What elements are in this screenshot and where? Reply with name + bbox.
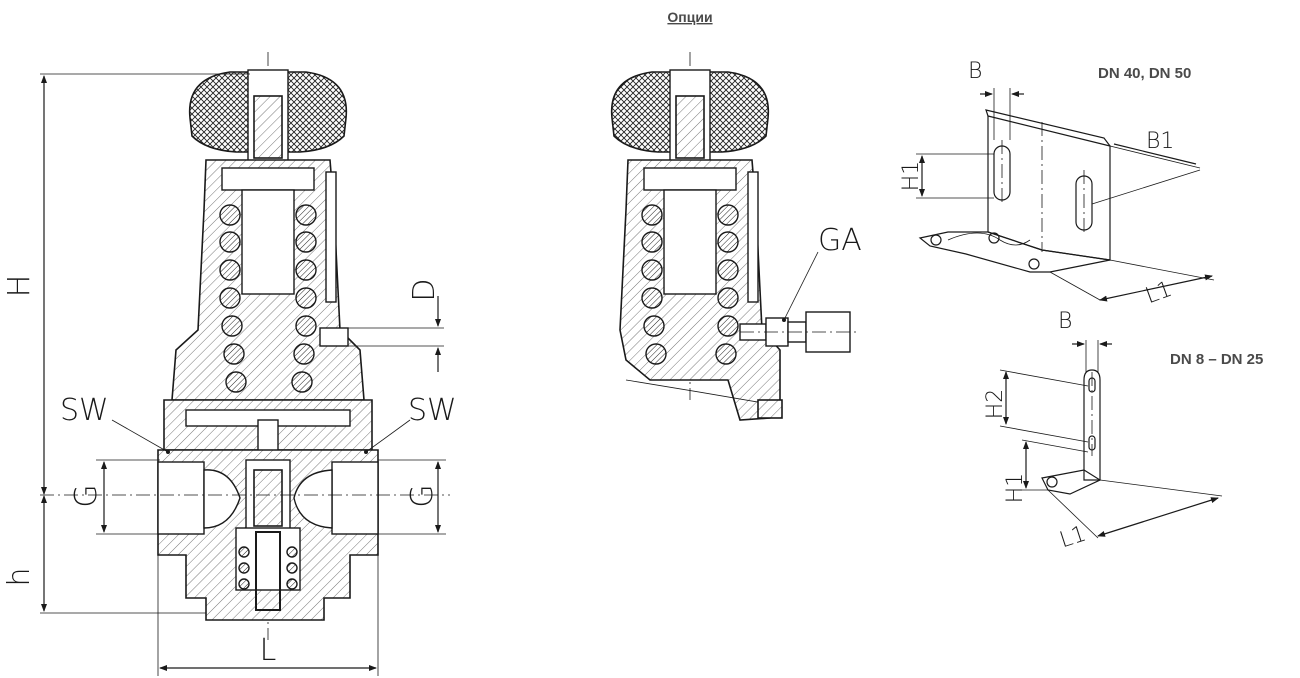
bracket-small-label-L1: L1 xyxy=(1057,521,1090,553)
sw-left-leader xyxy=(111,419,169,453)
gauge-flange-corner xyxy=(757,399,783,419)
gauge-spring-coils xyxy=(641,204,739,365)
bracket-large-label-L1: L1 xyxy=(1142,277,1175,309)
outlet-port xyxy=(331,461,379,535)
bracket-small-L1-dim xyxy=(1097,497,1219,537)
bracket-large-label-H1: H1 xyxy=(899,161,924,192)
gauge-side-plate xyxy=(747,171,759,303)
gauge-spring-guide xyxy=(663,189,717,295)
label-GA: GA xyxy=(818,223,862,258)
outlet-chamber xyxy=(293,469,333,529)
return-spring xyxy=(238,546,298,590)
spring-guide xyxy=(241,189,295,295)
bracket-small-label-H2: H2 xyxy=(983,389,1008,420)
label-SW-left: SW xyxy=(60,393,109,428)
label-L: L xyxy=(260,633,277,668)
bracket-large-B1-dim xyxy=(1113,143,1197,165)
vent-port xyxy=(319,327,349,347)
ga-leader xyxy=(783,251,819,321)
valve-plug xyxy=(255,531,281,611)
label-G-right: G xyxy=(405,484,440,507)
label-H: H xyxy=(2,275,37,298)
bracket-large-L1-dim xyxy=(1099,274,1213,302)
gauge-option-section: GA xyxy=(610,52,862,421)
gauge-stem-nut xyxy=(675,95,705,159)
bracket-large-label-B1: B1 xyxy=(1146,129,1174,154)
inlet-chamber xyxy=(203,469,241,529)
bracket-small-label-B: B xyxy=(1058,309,1072,334)
gauge-spring-cap xyxy=(643,167,737,191)
bracket-small-plate xyxy=(1083,369,1101,481)
bracket-small-label-H1: H1 xyxy=(1003,473,1028,504)
label-h: h xyxy=(2,567,37,586)
options-heading: Опции xyxy=(667,9,712,25)
spring-coils xyxy=(219,204,317,393)
seat-insert xyxy=(253,469,283,527)
bracket-large-base xyxy=(918,231,1111,273)
label-SW-right: SW xyxy=(408,393,457,428)
bracket-large-label-B: B xyxy=(968,59,982,84)
sw-right-leader xyxy=(365,419,411,453)
bracket-large: DN 40, DN 50 B B1 H1 xyxy=(899,59,1215,309)
label-D: D xyxy=(407,278,442,301)
bracket-small-base xyxy=(1041,469,1102,495)
main-valve-section: H h G G D L SW SW xyxy=(2,52,457,676)
bracket-small-title: DN 8 – DN 25 xyxy=(1170,351,1263,368)
stem-nut xyxy=(253,95,283,159)
bracket-large-title: DN 40, DN 50 xyxy=(1098,65,1191,82)
bracket-small: DN 8 – DN 25 B H2 H1 L1 xyxy=(983,309,1263,553)
label-G-left: G xyxy=(69,484,104,507)
inlet-port xyxy=(157,461,205,535)
side-plate xyxy=(325,171,337,303)
spring-cap xyxy=(221,167,315,191)
